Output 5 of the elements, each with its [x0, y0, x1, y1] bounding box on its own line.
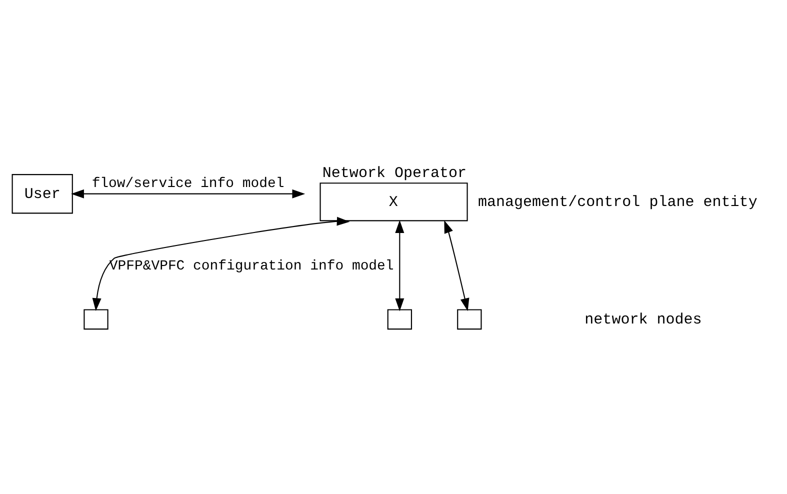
label: network nodes — [584, 310, 702, 328]
edge-label: flow/service info model — [92, 175, 284, 192]
node-label: Network Operator — [322, 163, 467, 182]
node-label: management/control plane entity — [478, 192, 758, 210]
edge-label: VPFP&VPFC configuration info model — [109, 258, 394, 274]
